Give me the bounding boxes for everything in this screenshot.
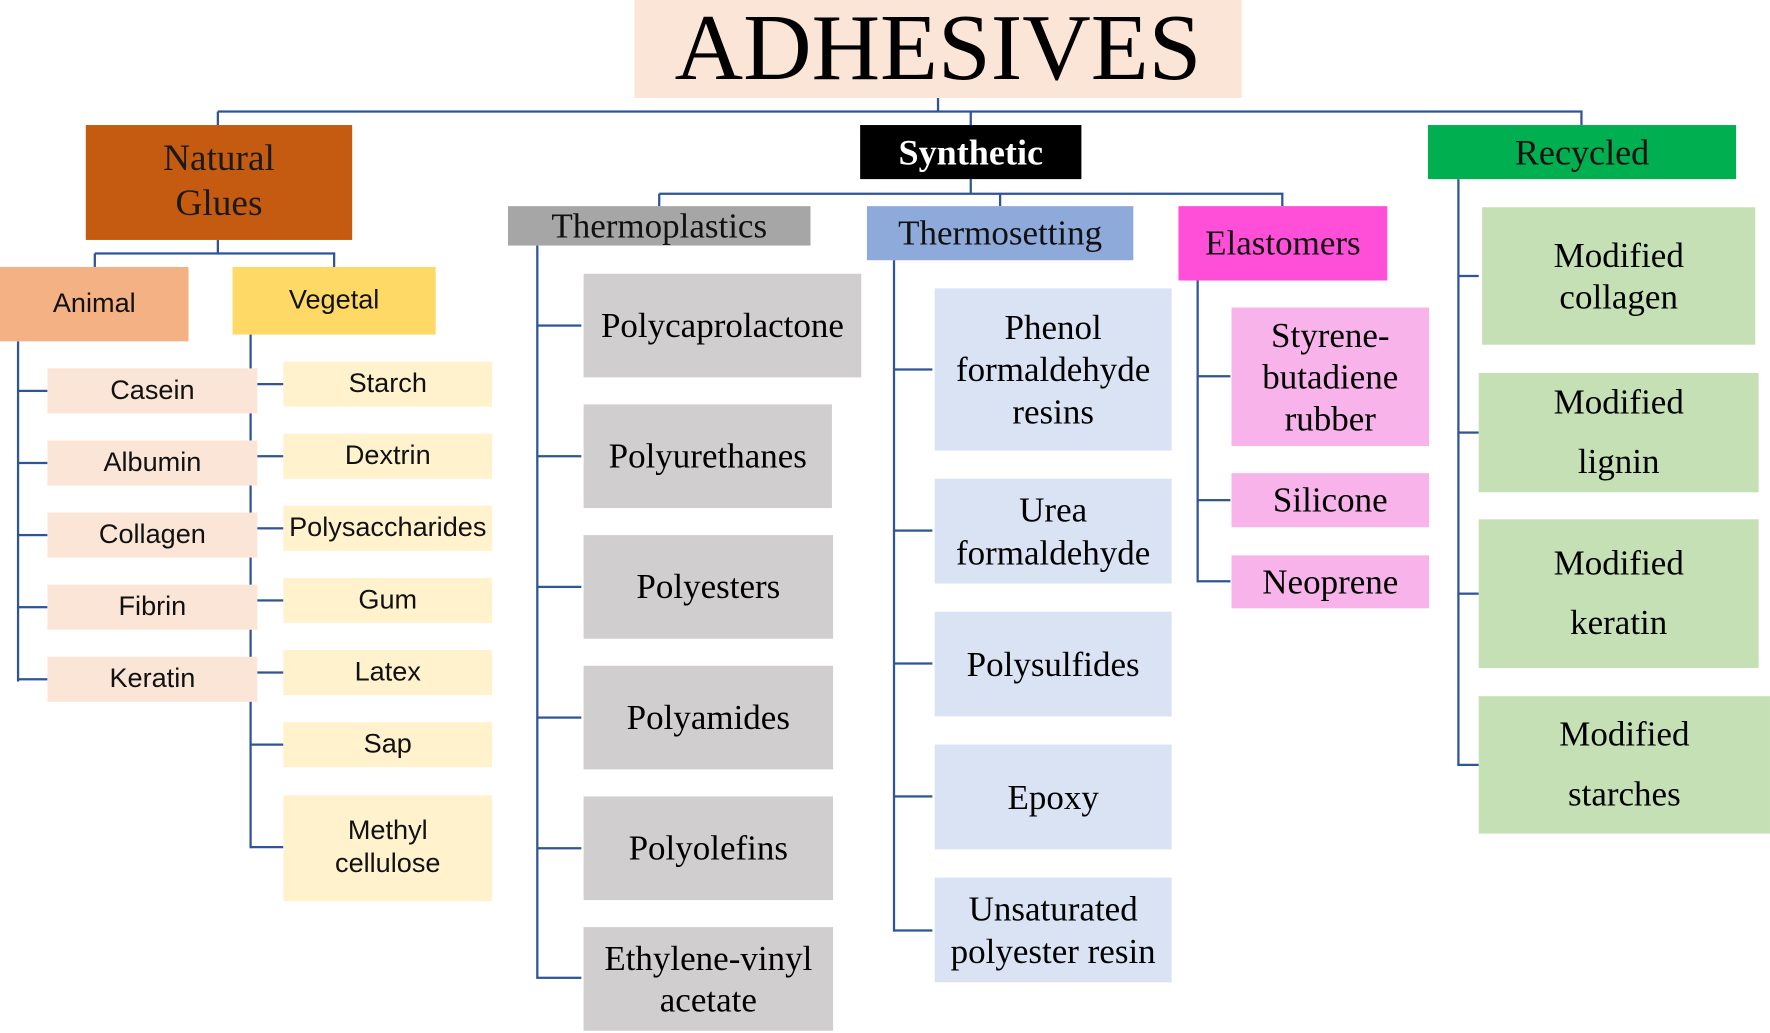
vegetal-item: Latex [283,649,493,696]
connector-line [998,193,1002,207]
animal-node: Animal [0,266,189,342]
animal-item: Casein [47,368,258,414]
connector-line [1196,280,1199,583]
thermosetting-item: Polysulfides [934,611,1172,717]
connector-line [18,389,48,393]
vegetal-item: Polysaccharides [283,505,493,551]
thermosetting-item: Phenol formaldehyde resins [934,288,1172,451]
thermosetting-item: Urea formaldehyde [934,478,1172,584]
connector-line [250,527,284,530]
connector-line [250,743,284,746]
connector-line [537,847,582,850]
connector-line [969,111,972,126]
connector-line [536,245,539,979]
recycled-item: Modified lignin [1478,372,1759,493]
elastomer-item: Styrene-butadiene rubber [1231,307,1430,447]
vegetal-item: Sap [283,722,493,768]
recycled-item: Modified keratin [1478,519,1759,669]
connector-line [94,252,336,255]
title-box: ADHESIVES [634,0,1242,100]
vegetal-node: Vegetal [232,266,436,335]
connector-line [93,253,96,267]
connector-line [250,455,284,458]
connector-line [1197,499,1231,502]
connector-line [936,98,940,112]
animal-item: Keratin [47,656,258,702]
connector-line [332,253,336,267]
connector-line [216,111,219,126]
connector-line [1580,111,1583,126]
connector-line [1281,193,1284,207]
connector-line [659,192,1284,195]
thermosetting-item: Epoxy [934,744,1172,850]
vegetal-item: Dextrin [283,433,493,479]
thermoplastics-node: Thermoplastics [507,206,811,246]
vegetal-item: Gum [283,577,493,623]
elastomers-node: Elastomers [1178,206,1388,281]
connector-line [1197,580,1231,583]
connector-line [892,260,896,932]
connector-line [894,662,933,665]
connector-line [969,179,972,194]
elastomer-item: Silicone [1231,473,1430,528]
connector-line [250,383,284,386]
connector-line [537,585,582,589]
vegetal-item: Starch [283,361,493,407]
thermosetting-item: Unsaturated polyester resin [934,877,1172,983]
connector-line [1458,431,1479,434]
connector-line [18,533,48,537]
animal-item: Collagen [47,512,258,558]
thermosetting-node: Thermosetting [866,206,1134,261]
thermoplastic-item: Polyesters [583,535,834,639]
connector-line [18,606,48,609]
recycled-item: Modified collagen [1482,207,1756,345]
connector-line [894,368,933,371]
connector-line [537,455,582,458]
connector-line [1197,375,1231,378]
thermoplastic-item: Polyolefins [583,796,834,901]
connector-line [1458,274,1479,278]
recycled-item: Modified starches [1478,696,1770,834]
connector-line [250,599,284,602]
connector-line [894,929,933,932]
connector-line [894,795,933,798]
thermoplastic-item: Polyamides [583,665,834,770]
connector-line [18,461,48,465]
elastomer-item: Neoprene [1231,555,1430,609]
connector-line [894,529,933,532]
recycled-node: Recycled [1427,125,1737,180]
synthetic-node: Synthetic [860,125,1082,180]
connector-line [217,110,1583,113]
connector-line [18,678,48,681]
connector-line [658,193,661,207]
connector-line [1458,763,1479,767]
connector-line [216,239,219,254]
thermoplastic-item: Ethylene-vinyl acetate [583,927,834,1031]
animal-item: Fibrin [47,584,258,630]
thermoplastic-item: Polyurethanes [583,404,832,509]
connector-line [537,716,582,719]
connector-line [537,976,582,979]
connector-line [537,324,582,327]
vegetal-item: Methyl cellulose [283,795,493,902]
animal-item: Albumin [47,440,258,486]
connector-line [1458,592,1479,595]
connector-line [16,341,20,682]
connector-line [250,671,284,674]
thermoplastic-item: Polycaprolactone [583,273,862,378]
connector-line [250,846,284,849]
connector-line [1457,179,1460,767]
natural-glues-node: Natural Glues [85,125,353,240]
